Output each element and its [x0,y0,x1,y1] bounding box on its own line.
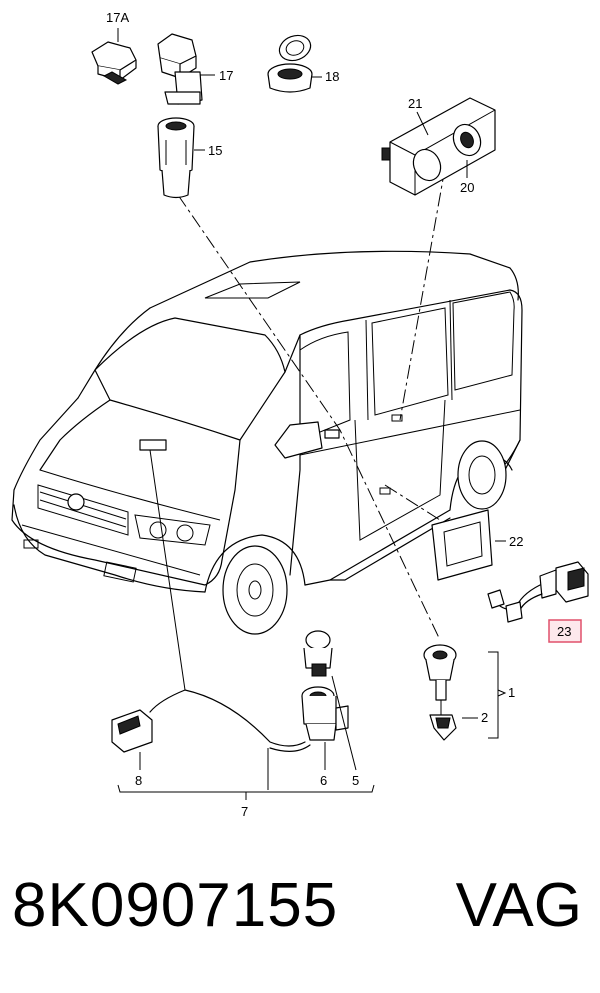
callout-5: 5 [352,773,359,788]
callout-17: 17 [219,68,233,83]
callout-21: 21 [408,96,422,111]
callout-7: 7 [241,804,248,819]
part-22-mounting-frame [431,509,506,581]
leader-lines [149,167,446,691]
callout-1: 1 [508,685,515,700]
van-illustration [11,250,523,635]
callout-2: 2 [481,710,488,725]
part-17a-cap [91,28,137,85]
callout-6: 6 [320,773,327,788]
footer: 8K0907155 VAG [0,860,600,970]
brand-label: VAG [455,871,582,940]
part-20-21-double-frame [381,97,496,196]
part-15-socket [157,117,205,199]
part-1-2-socket-assembly [423,644,507,741]
parts-diagram: 17A 17 18 15 21 20 22 1 2 8 6 5 7 23 [11,10,589,819]
part-17-socket-with-cap [157,33,215,105]
part-18-socket-with-lid [267,34,322,93]
part-5-6-7-8-socket-harness [111,630,375,800]
callout-23: 23 [557,624,571,639]
callout-18: 18 [325,69,339,84]
callout-23-highlight-box [548,619,582,643]
callout-15: 15 [208,143,222,158]
part-number: 8K0907155 [12,871,339,940]
callout-17a: 17A [106,10,129,25]
callout-22: 22 [509,534,523,549]
callout-20: 20 [460,180,474,195]
callout-labels: 17A 17 18 15 21 20 22 1 2 8 6 5 7 23 [106,10,582,819]
callout-8: 8 [135,773,142,788]
part-23-wiring-harness [487,561,589,623]
